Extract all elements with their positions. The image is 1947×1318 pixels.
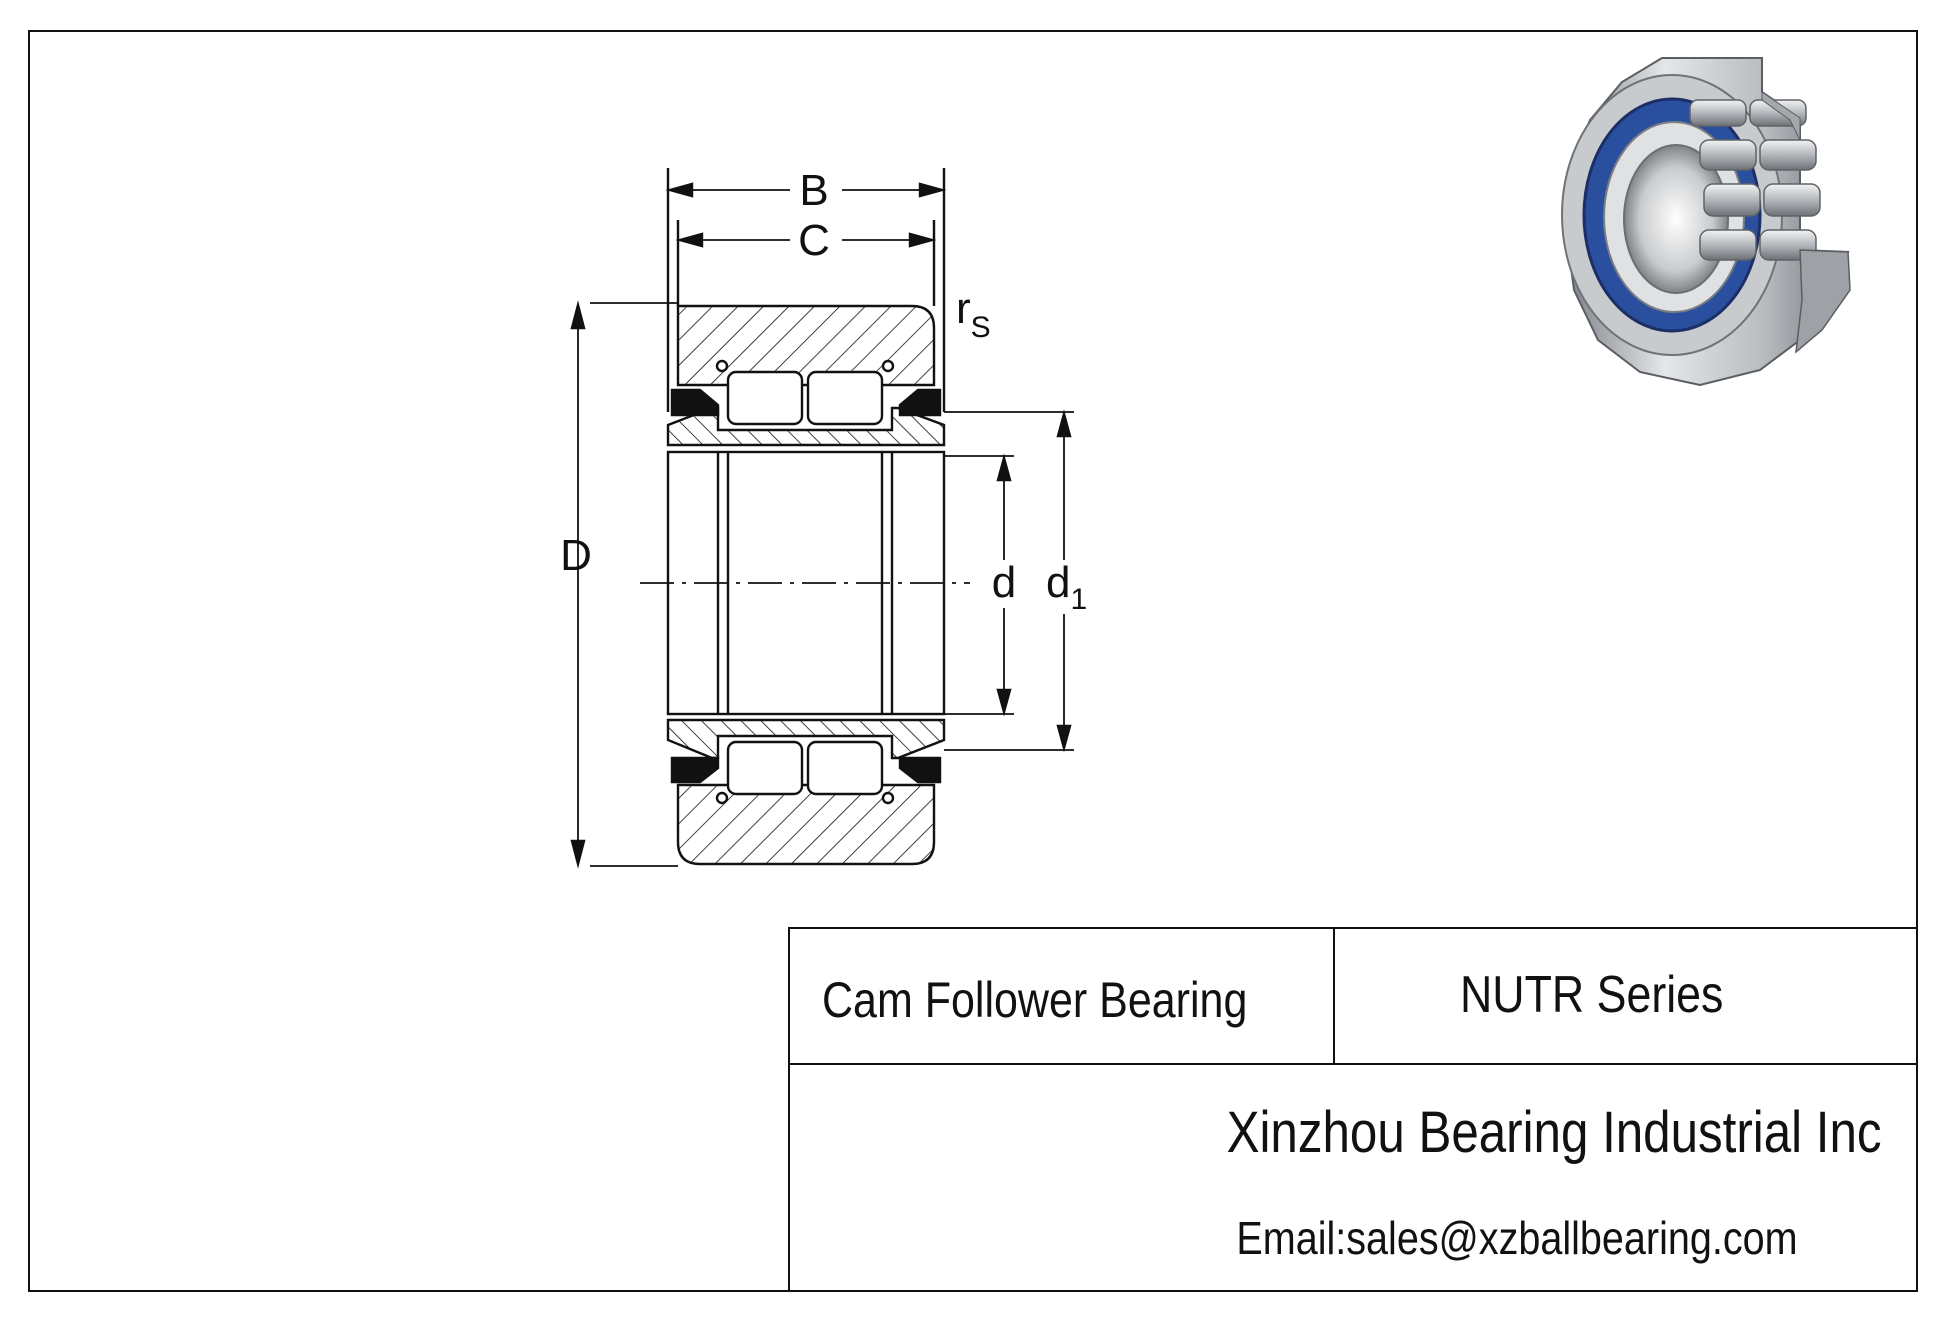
roller-top-1 <box>726 370 804 426</box>
label-d-outer: D <box>560 531 592 580</box>
seal-bottom-right <box>898 756 942 784</box>
company-email: Email:sales@xzballbearing.com <box>1236 1212 1798 1264</box>
label-rs: rS <box>956 284 991 344</box>
title-block-cell-product: Cam Follower Bearing <box>790 929 1335 1063</box>
seal-bottom-left <box>670 756 720 784</box>
company-name: Xinzhou Bearing Industrial Inc <box>1227 1100 1882 1165</box>
product-type-label: Cam Follower Bearing <box>822 972 1248 1028</box>
label-d-bore: d <box>992 558 1016 607</box>
title-block-top-row: Cam Follower Bearing NUTR Series <box>790 929 1918 1065</box>
label-c: C <box>798 216 830 265</box>
drawing-frame <box>28 30 1918 1292</box>
roller-bottom-1 <box>726 740 804 796</box>
roller-bottom-2 <box>806 740 884 796</box>
label-d1: d1 <box>1046 558 1087 616</box>
label-b: B <box>799 166 828 215</box>
outer-ring-top <box>676 304 936 387</box>
outer-ring-bottom <box>676 783 936 866</box>
bearing-section <box>570 168 1074 869</box>
roller-top-2 <box>806 370 884 426</box>
inner-ring-bottom <box>666 718 946 760</box>
series-label: NUTR Series <box>1460 966 1724 1024</box>
inner-ring-top <box>666 406 946 447</box>
title-block: Cam Follower Bearing NUTR Series Xinzhou… <box>788 927 1918 1292</box>
title-block-cell-series: NUTR Series <box>1335 929 1918 1063</box>
bearing-cutaway-icon <box>1561 57 1851 387</box>
